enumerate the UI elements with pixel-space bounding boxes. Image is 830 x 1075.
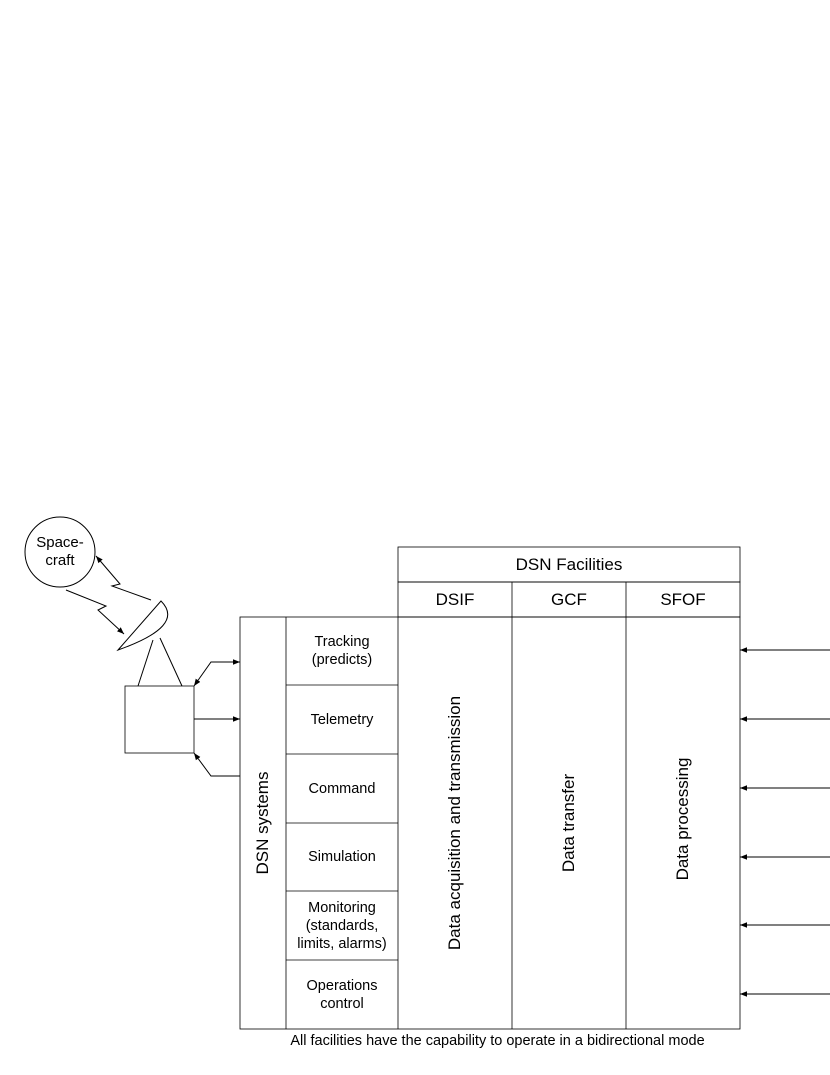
function-data-acquisition: Data acquisition and transmission bbox=[445, 695, 464, 951]
system-item-line: Command bbox=[308, 780, 376, 797]
facilities-header: DSN Facilities bbox=[515, 554, 623, 574]
system-item-operations-control: Operations control bbox=[286, 960, 398, 1029]
system-item-monitoring: Monitoring (standards, limits, alarms) bbox=[286, 891, 398, 960]
system-item-line: Tracking bbox=[314, 634, 370, 650]
system-item-simulation: Simulation bbox=[286, 823, 398, 891]
spacecraft-circle bbox=[24, 516, 96, 588]
antenna-dish bbox=[116, 600, 169, 652]
system-item-line: Monitoring bbox=[308, 899, 376, 916]
downlink-zigzag bbox=[65, 589, 125, 635]
systems-main-box bbox=[239, 616, 741, 1030]
uplink-zigzag bbox=[95, 555, 152, 601]
antenna-leg-left bbox=[137, 639, 154, 687]
connector-top bbox=[193, 659, 240, 687]
system-item-line: control bbox=[320, 995, 364, 1012]
system-item-line: (predicts) bbox=[311, 652, 373, 668]
facility-sfof: SFOF bbox=[660, 589, 706, 609]
system-item-telemetry: Telemetry bbox=[286, 685, 398, 754]
system-item-line: (standards, bbox=[305, 917, 379, 934]
system-item-command: Command bbox=[286, 754, 398, 823]
function-data-processing: Data processing bbox=[673, 757, 692, 881]
footnote: All facilities have the capability to op… bbox=[290, 1033, 705, 1049]
system-item-line: Simulation bbox=[308, 849, 376, 865]
system-item-line: Operations bbox=[306, 977, 378, 994]
facility-gcf: GCF bbox=[551, 589, 587, 609]
system-item-tracking: Tracking (predicts) bbox=[286, 617, 398, 685]
spacecraft-label-line1: Space- bbox=[36, 534, 84, 551]
dsn-systems-label: DSN systems bbox=[253, 771, 272, 875]
system-item-line: limits, alarms) bbox=[297, 935, 387, 952]
ground-station-box bbox=[124, 685, 195, 754]
spacecraft-label-line2: craft bbox=[45, 552, 75, 569]
antenna-leg-right bbox=[159, 637, 183, 687]
facility-dsif: DSIF bbox=[435, 589, 475, 609]
spacecraft-label: Space- craft bbox=[25, 533, 95, 571]
function-data-transfer: Data transfer bbox=[559, 773, 578, 873]
system-item-line: Telemetry bbox=[310, 711, 374, 728]
connector-bottom bbox=[193, 752, 240, 777]
